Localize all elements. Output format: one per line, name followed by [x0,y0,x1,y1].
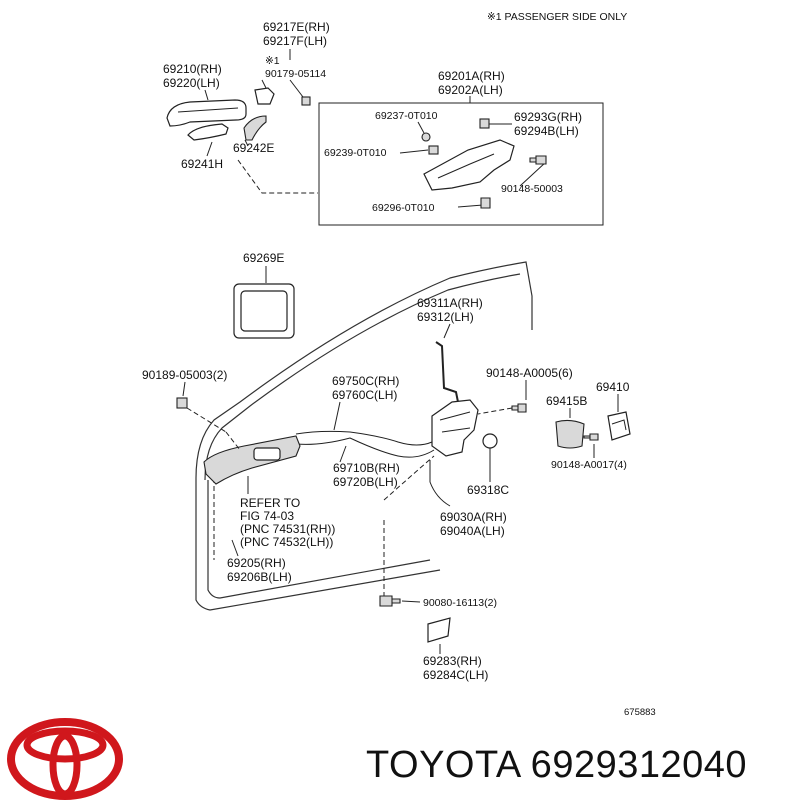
label-69201a: 69201A(RH) [438,69,505,83]
handle-cap-shape [254,87,275,105]
label-69284c: 69284C(LH) [423,668,488,682]
label-69206b: 69206B(LH) [227,570,292,584]
label-69030a: 69030A(RH) [440,510,507,524]
cable-69710b-shape [295,437,435,458]
label-69750c: 69750C(RH) [332,374,399,388]
refer-note-line4: (PNC 74532(LH)) [240,535,333,549]
label-69311a: 69311A(RH) [417,296,483,310]
lock-rod-shape [435,341,459,403]
frame-clip-69239-shape [428,145,439,155]
label-90148-50003: 90148-50003 [501,183,563,195]
label-69760c: 69760C(LH) [332,388,397,402]
handle-pad-69242e-shape [243,115,267,141]
refer-note-line3: (PNC 74531(RH)) [240,522,335,536]
striker-69410-shape [607,411,631,441]
label-90080: 90080-16113(2) [423,597,497,609]
label-90148-a0005: 90148-A0005(6) [486,366,573,380]
lock-grommet-shape [482,433,498,449]
label-69241h: 69241H [181,157,223,171]
handle-frame-shape [423,139,515,191]
label-69296: 69296-0T010 [372,202,435,214]
label-90148-a0017: 90148-A0017(4) [551,459,627,471]
label-90189: 90189-05003(2) [142,368,227,382]
screw-90148-a0017-shape [583,433,599,441]
frame-assembly-box [318,102,604,226]
label-69242e: 69242E [233,141,274,155]
diagram-number: 675883 [624,707,656,718]
label-69269e: 69269E [243,251,284,265]
inside-handle-lever-shape [253,447,281,461]
passenger-side-note: ※1 PASSENGER SIDE ONLY [487,11,627,23]
label-69710b: 69710B(RH) [333,461,400,475]
label-69217f: 69217F(LH) [263,34,327,48]
handle-pad-69241h-shape [187,123,229,141]
inside-handle-bezel-shape [203,435,301,485]
refer-note-line2: FIG 74-03 [240,509,294,523]
label-69415b: 69415B [546,394,587,408]
cap-69283-shape [427,617,451,643]
label-69220: 69220(LH) [163,76,220,90]
label-90179: 90179-05114 [265,68,326,80]
frame-clip-69293-shape [479,118,490,129]
label-69237: 69237-0T010 [375,110,438,122]
clip-90189-shape [176,397,188,409]
label-69410: 69410 [596,380,630,394]
frame-clip-69237-shape [421,132,431,142]
label-69312: 69312(LH) [417,310,474,324]
bolt-90148-a0005-shape [511,403,527,413]
label-69040a: 69040A(LH) [440,524,505,538]
striker-cover-shape [555,419,585,449]
cable-69750c-shape [295,430,433,446]
label-69294b: 69294B(LH) [514,124,579,138]
refer-note-line1: REFER TO [240,496,300,510]
bolt-90080-shape [379,595,401,607]
label-69210: 69210(RH) [163,62,222,76]
door-lock-shape [431,399,479,457]
weatherstrip-inner-shape [240,290,288,332]
label-69202a: 69202A(LH) [438,83,503,97]
label-69318c: 69318C [467,483,509,497]
label-69283: 69283(RH) [423,654,482,668]
label-69205: 69205(RH) [227,556,286,570]
label-69293g: 69293G(RH) [514,110,582,124]
label-69239: 69239-0T010 [324,147,387,159]
label-69720b: 69720B(LH) [333,475,398,489]
door-outline-shape [195,261,533,479]
brand-caption: TOYOTA 6929312040 [366,744,747,786]
frame-screw-69296-shape [480,197,491,209]
label-passenger-mark: ※1 [265,55,280,67]
clip-screw-shape [301,96,311,106]
frame-bolt-shape [529,155,547,165]
label-69217e: 69217E(RH) [263,20,330,34]
toyota-logo [7,718,123,800]
outside-handle-shape [166,99,247,127]
